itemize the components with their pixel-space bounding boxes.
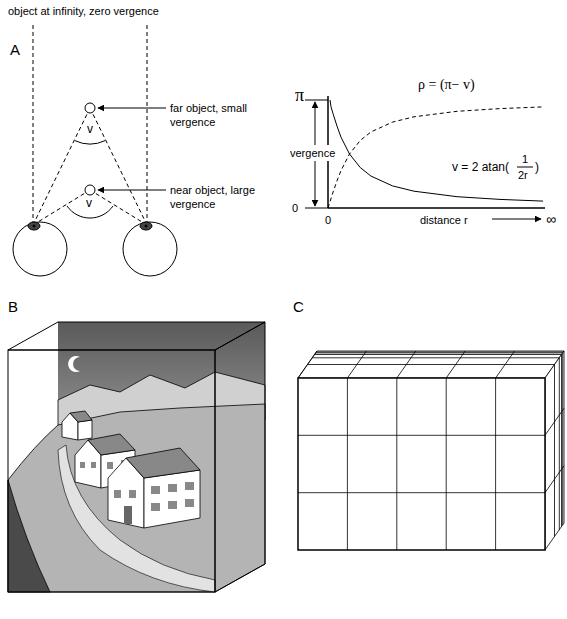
panel-letter: C [293, 297, 304, 316]
callout-label: far object, small vergence [170, 101, 265, 129]
axis-value: π [295, 84, 304, 107]
fraction-denominator: 2r [518, 168, 528, 182]
panel-letter: A [10, 40, 20, 59]
curve-formula: ρ = (π− v) [418, 76, 475, 94]
callout-label: near object, large vergence [170, 183, 265, 211]
axis-value: 0 [325, 213, 331, 227]
heading-note: object at infinity, zero vergence [8, 4, 159, 18]
axis-title: vergence [289, 145, 336, 161]
angle-label: v [86, 196, 92, 211]
fraction-numerator: 1 [522, 152, 528, 166]
axis-value: ∞ [546, 210, 556, 228]
axis-value: 0 [292, 201, 298, 215]
scene-box [8, 322, 265, 592]
grid-box [298, 351, 564, 550]
angle-label: v [87, 122, 93, 137]
curve-formula: ) [535, 160, 539, 175]
vergence-geometry [13, 25, 177, 276]
axis-title: distance r [420, 213, 468, 227]
panel-letter: B [8, 297, 18, 316]
vergence-graph [305, 96, 545, 219]
curve-formula: v = 2 atan( [452, 160, 509, 175]
